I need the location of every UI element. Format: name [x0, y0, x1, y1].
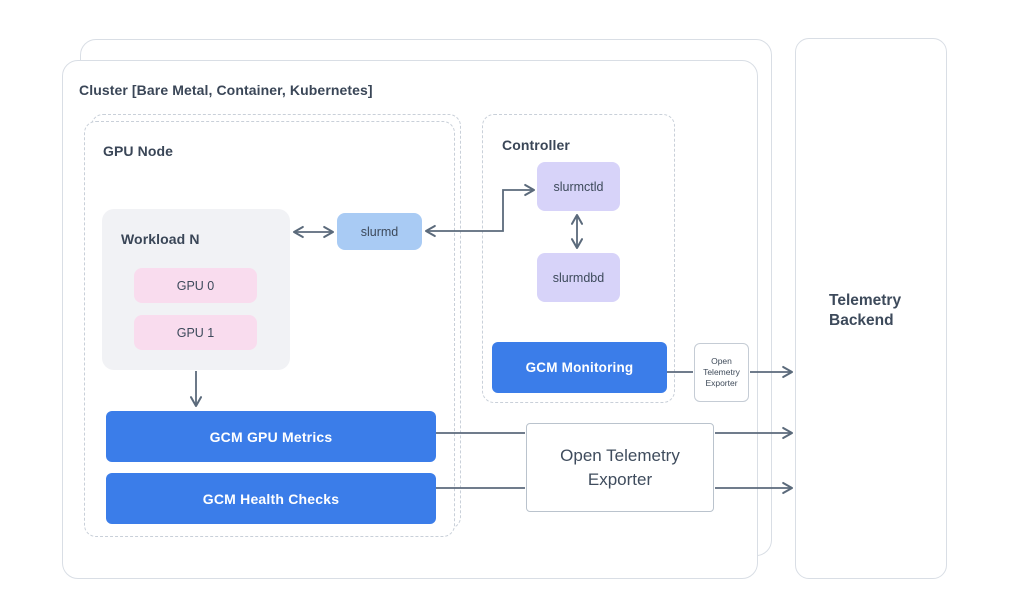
gcm-health-checks-label: GCM Health Checks: [202, 490, 340, 507]
gpu-node-title: GPU Node: [103, 143, 174, 159]
gcm-gpu-metrics-box: GCM GPU Metrics: [106, 411, 436, 462]
slurmctld-label: slurmctld: [553, 179, 604, 194]
telemetry-backend-box: [795, 38, 947, 579]
slurmdbd-box: slurmdbd: [537, 253, 620, 302]
gpu-1-label: GPU 1: [176, 325, 215, 340]
otel-small-line3: Exporter: [705, 378, 738, 388]
gpu-0-label: GPU 0: [176, 278, 215, 293]
slurmd-box: slurmd: [337, 213, 422, 250]
otel-small-line2: Telemetry: [703, 367, 740, 377]
otel-large-line1: Open Telemetry: [560, 445, 680, 465]
otel-exporter-box: Open Telemetry Exporter: [526, 423, 714, 512]
slurmdbd-label: slurmdbd: [552, 270, 605, 285]
gpu-0-box: GPU 0: [134, 268, 257, 303]
gpu-1-box: GPU 1: [134, 315, 257, 350]
workload-title: Workload N: [121, 231, 200, 247]
telemetry-backend-line2: Backend: [829, 312, 894, 329]
slurmd-label: slurmd: [360, 224, 399, 239]
controller-title: Controller: [502, 137, 570, 153]
cluster-title: Cluster [Bare Metal, Container, Kubernet…: [79, 82, 373, 98]
otel-large-line2: Exporter: [587, 469, 653, 489]
otel-exporter-small-box: Open Telemetry Exporter: [694, 343, 749, 402]
telemetry-backend-label: Telemetry Backend: [829, 291, 939, 331]
gcm-monitoring-label: GCM Monitoring: [525, 360, 634, 375]
otel-small-line1: Open: [711, 356, 732, 366]
telemetry-backend-line1: Telemetry: [829, 292, 902, 309]
gcm-health-checks-box: GCM Health Checks: [106, 473, 436, 524]
slurmctld-box: slurmctld: [537, 162, 620, 211]
gcm-gpu-metrics-label: GCM GPU Metrics: [209, 428, 333, 445]
gcm-monitoring-box: GCM Monitoring: [492, 342, 667, 393]
